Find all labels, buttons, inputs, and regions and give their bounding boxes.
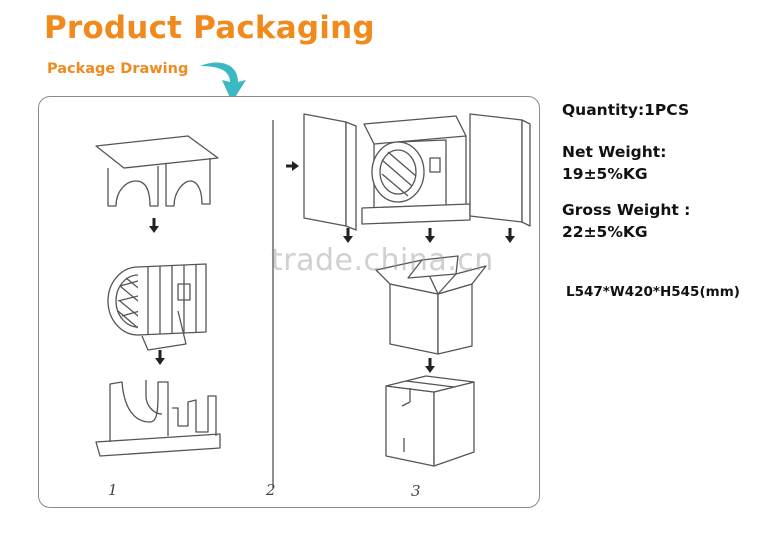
box-icon xyxy=(375,255,487,355)
gross-weight-value: 22±5%KG xyxy=(562,223,648,241)
dimensions-text: L547*W420*H545(mm) xyxy=(566,284,740,300)
watermark: trade.china.cn xyxy=(271,243,494,278)
box-icon xyxy=(385,375,475,467)
step-label-3: 3 xyxy=(411,482,421,500)
curved-arrow-icon xyxy=(198,56,258,108)
step-label-1: 1 xyxy=(108,481,118,499)
package-drawing xyxy=(95,113,531,488)
quantity-text: Quantity:1PCS xyxy=(562,101,690,119)
foam-cushion-icon xyxy=(469,113,531,227)
net-weight-value: 19±5%KG xyxy=(562,165,648,183)
net-weight-label: Net Weight: xyxy=(562,143,667,161)
section-subtitle: Package Drawing xyxy=(47,61,189,77)
step-label-2: 2 xyxy=(266,481,276,499)
gross-weight-label: Gross Weight : xyxy=(562,201,691,219)
lamp-icon xyxy=(361,115,471,225)
foam-cushion-icon xyxy=(95,135,219,207)
foam-cushion-icon xyxy=(303,113,357,231)
lamp-icon xyxy=(107,263,207,351)
foam-cushion-icon xyxy=(95,380,221,457)
page-title: Product Packaging xyxy=(44,10,375,46)
